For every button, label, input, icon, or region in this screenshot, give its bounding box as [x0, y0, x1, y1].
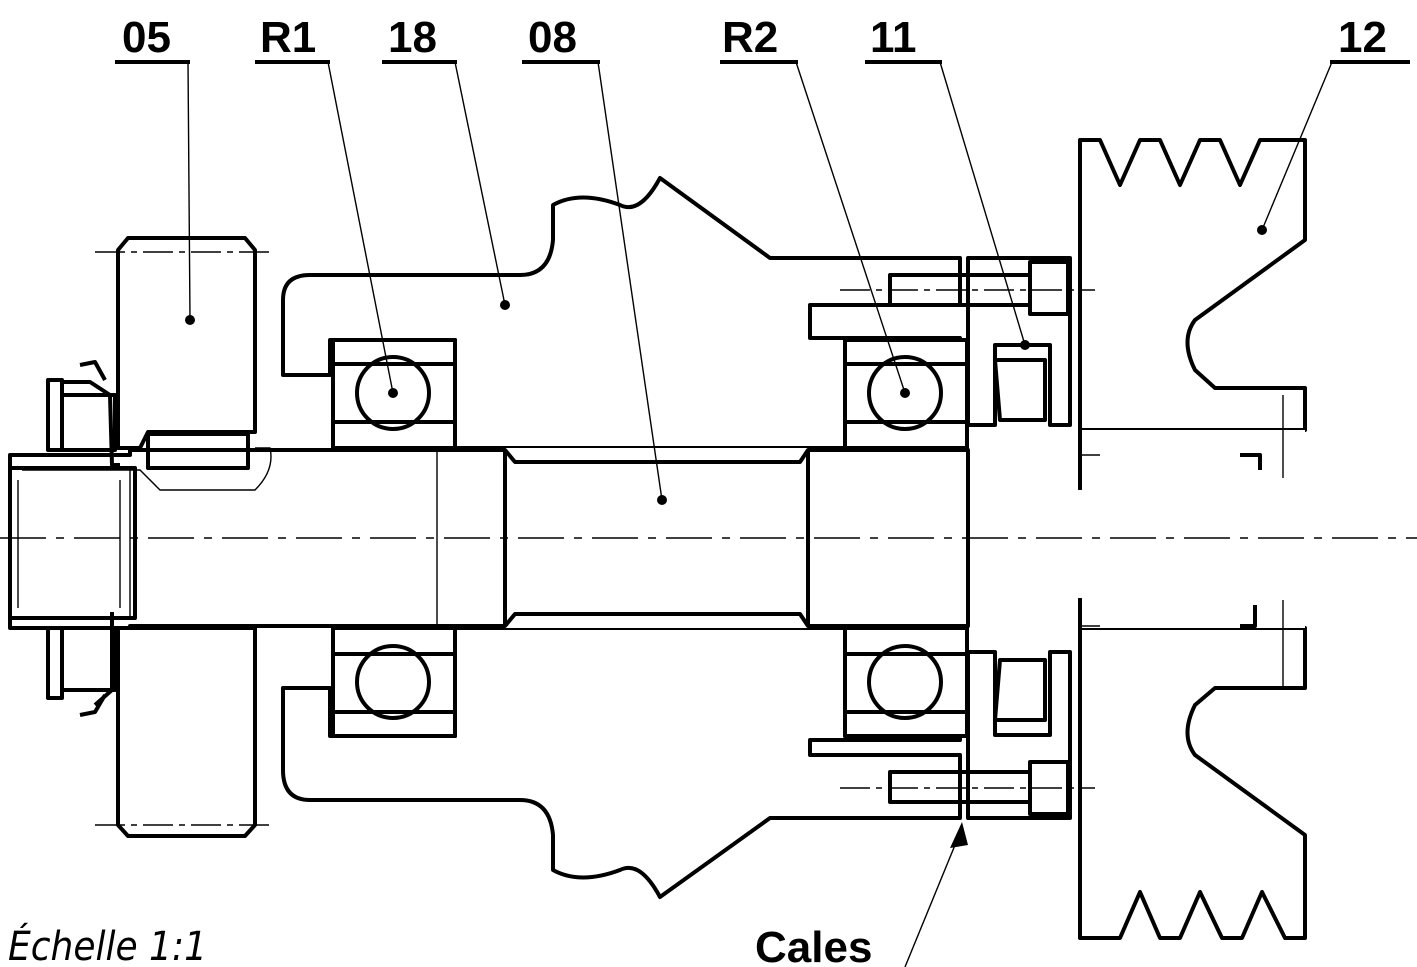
- label-r2: R2: [722, 13, 778, 62]
- label-18: 18: [388, 13, 437, 62]
- label-11: 11: [870, 13, 917, 62]
- housing-18-lower: [281, 626, 962, 899]
- cover-11-lower: [966, 650, 1072, 820]
- bearing-r1-lower: [331, 626, 457, 738]
- label-cales: Cales: [755, 923, 872, 967]
- screw-upper: [840, 260, 1095, 316]
- label-12: 12: [1338, 13, 1387, 62]
- bearing-r2-upper: [843, 338, 969, 450]
- gear-05-lower: [116, 626, 257, 838]
- label-r1: R1: [260, 13, 316, 62]
- gear-05-upper: [116, 236, 257, 450]
- bearing-r1-upper: [331, 338, 457, 450]
- bearing-r2-lower: [843, 626, 969, 738]
- label-08: 08: [528, 13, 577, 62]
- pulley-12-lower: [1078, 626, 1307, 940]
- cover-11-upper: [966, 256, 1072, 427]
- scale-note: Échelle 1:1: [8, 922, 207, 967]
- label-05: 05: [122, 13, 171, 62]
- housing-18-upper: [281, 176, 962, 450]
- leader-lines: [115, 60, 1410, 967]
- screw-lower: [840, 760, 1095, 816]
- pulley-12-upper: [1078, 138, 1307, 432]
